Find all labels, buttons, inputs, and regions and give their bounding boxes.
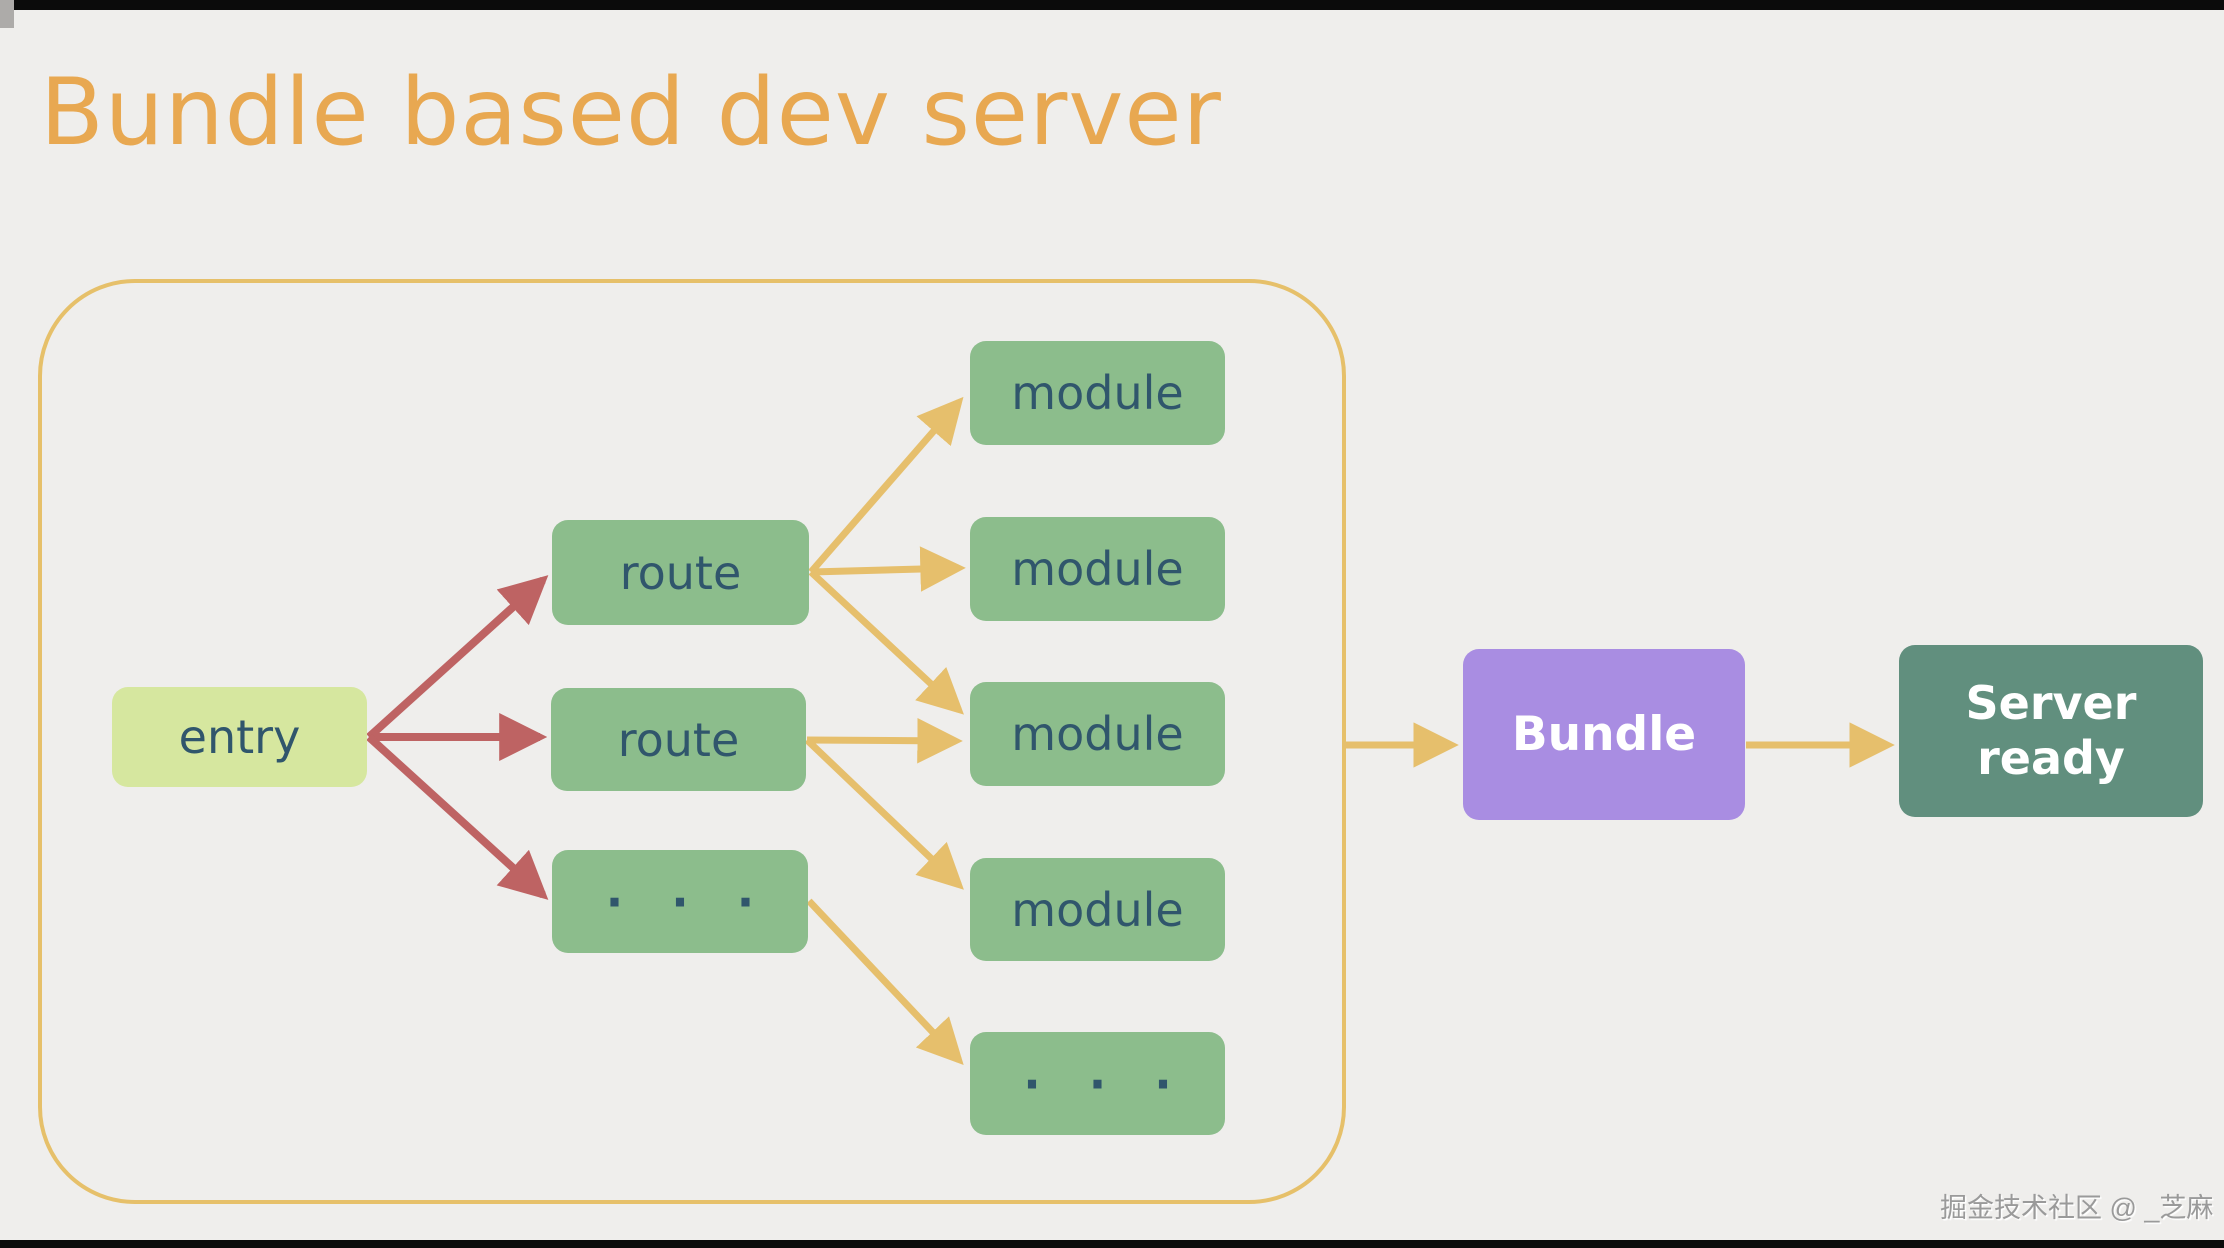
node-route-1: route [552,520,809,625]
node-route-more: · · · [552,850,808,953]
edge-entry-route-more [366,734,549,900]
node-module-2: module [970,517,1225,621]
node-module-4: module [970,858,1225,961]
node-route-1-label: route [619,545,742,600]
page-title: Bundle based dev server [40,58,1222,166]
node-module-3-label: module [1011,707,1184,761]
edge-route-1-module-3 [808,569,964,715]
node-entry-label: entry [178,710,301,764]
node-module-more-label: · · · [1023,1056,1188,1111]
bottom-edge-bar [0,1240,2224,1248]
node-module-4-label: module [1011,882,1184,937]
corner-notch [0,0,14,28]
node-server-ready: Server ready [1899,645,2203,817]
edge-route-1-module-2 [810,546,966,592]
node-route-2: route [551,688,806,791]
node-bundle: Bundle [1463,649,1745,820]
node-route-2-label: route [617,712,740,767]
node-module-3: module [970,682,1225,786]
node-module-1-label: module [1011,366,1184,420]
node-module-1: module [970,341,1225,445]
node-bundle-label: Bundle [1511,707,1697,762]
edge-route-more-module-more [806,898,964,1065]
node-module-more: · · · [970,1032,1225,1135]
watermark-text: 掘金技术社区 @ _芝麻 [1940,1193,2214,1223]
edge-entry-route-1 [366,575,549,740]
top-edge-bar [0,0,2224,10]
node-route-more-label: · · · [605,874,771,929]
edge-route-2-module-4 [804,737,964,890]
node-module-2-label: module [1011,542,1184,596]
node-server-ready-label: Server ready [1965,675,2137,785]
edge-route-1-module-1 [808,396,964,575]
edge-route-2-module-3 [806,717,963,764]
node-entry: entry [112,687,367,787]
